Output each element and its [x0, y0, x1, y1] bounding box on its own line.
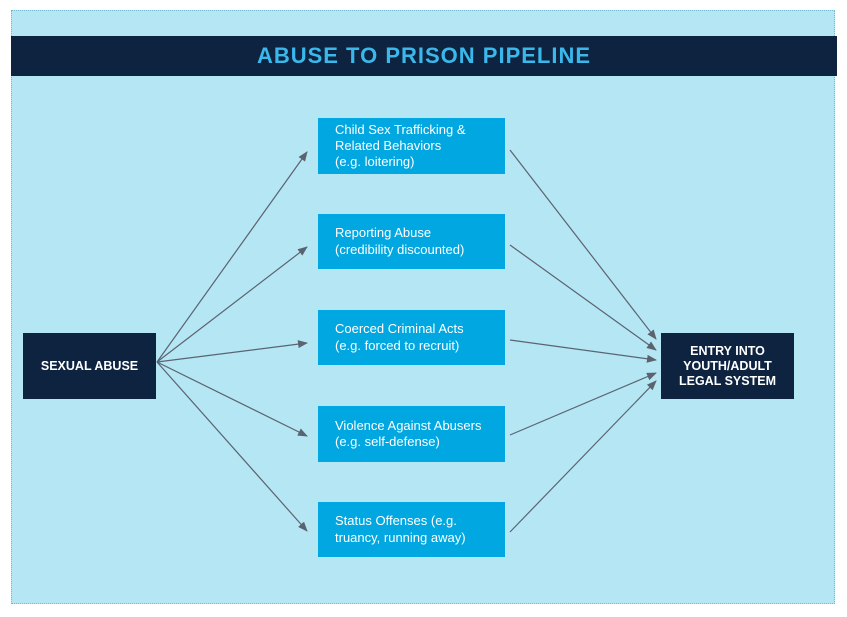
node-line: Related Behaviors	[335, 137, 442, 153]
node-line: (e.g. loitering)	[335, 154, 415, 170]
node-line: (credibility discounted)	[335, 241, 465, 257]
node-line: (e.g. forced to recruit)	[335, 337, 460, 353]
node-line: LEGAL SYSTEM	[678, 373, 776, 388]
arrow-coerced-to-target	[509, 339, 657, 363]
title-bar: ABUSE TO PRISON PIPELINE	[11, 36, 837, 76]
arrow-source-to-reporting	[156, 246, 308, 363]
node-child-sex-trafficking: Child Sex Trafficking & Related Behavior…	[318, 118, 505, 174]
page-title: ABUSE TO PRISON PIPELINE	[256, 43, 592, 68]
node-line: Status Offenses (e.g.	[335, 513, 457, 529]
node-line: Child Sex Trafficking &	[335, 121, 466, 137]
node-status-offenses: Status Offenses (e.g. truancy, running a…	[318, 502, 505, 557]
arrow-source-to-violence	[156, 361, 308, 437]
node-sexual-abuse-label: SEXUAL ABUSE	[40, 358, 139, 373]
node-line: (e.g. self-defense)	[335, 434, 440, 449]
node-line: Violence Against Abusers	[335, 417, 482, 433]
node-line: Reporting Abuse	[335, 225, 432, 241]
arrow-trafficking-to-target	[509, 149, 657, 340]
arrow-reporting-to-target	[509, 244, 657, 351]
arrow-violence-to-target	[509, 372, 657, 436]
node-sexual-abuse: SEXUAL ABUSE	[23, 333, 156, 399]
arrow-status-to-target	[509, 380, 657, 533]
arrow-source-to-status	[156, 361, 308, 532]
node-line: YOUTH/ADULT	[683, 358, 772, 373]
node-entry-legal-system: ENTRY INTO YOUTH/ADULT LEGAL SYSTEM	[661, 333, 794, 399]
node-reporting-abuse: Reporting Abuse (credibility discounted)	[318, 214, 505, 269]
node-coerced-criminal-acts: Coerced Criminal Acts (e.g. forced to re…	[318, 310, 505, 365]
arrow-source-to-trafficking	[156, 151, 308, 363]
node-line: truancy, running away)	[335, 529, 466, 545]
node-violence-against-abusers: Violence Against Abusers (e.g. self-defe…	[318, 406, 505, 462]
node-line: Coerced Criminal Acts	[335, 321, 464, 337]
arrow-source-to-coerced	[156, 340, 308, 363]
node-line: ENTRY INTO	[690, 343, 765, 358]
